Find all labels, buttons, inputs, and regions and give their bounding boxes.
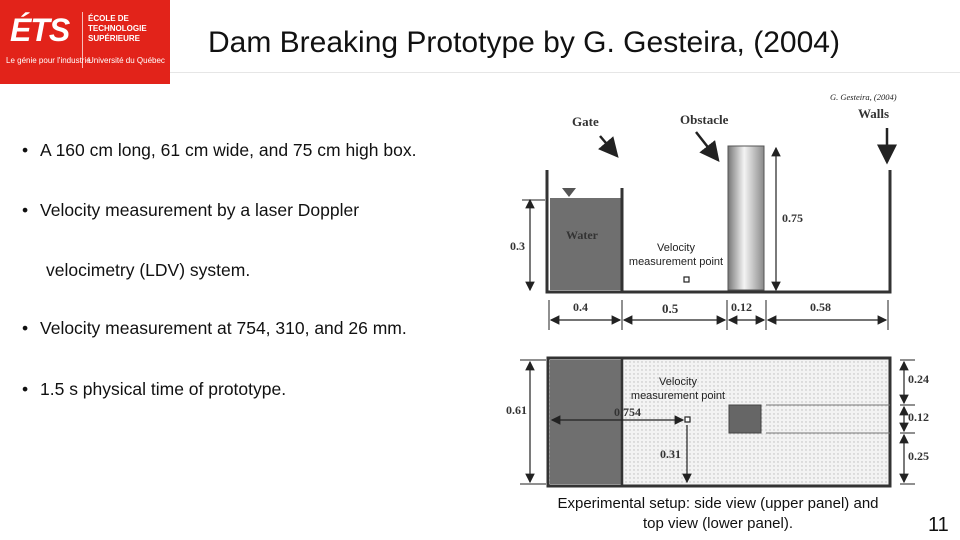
dim-value-0-25: 0.25 (908, 449, 929, 463)
slide-title: Dam Breaking Prototype by G. Gesteira, (… (208, 26, 840, 59)
tank-walls-side (545, 170, 892, 294)
ets-logo: ÉTS ÉCOLE DE TECHNOLOGIE SUPÉRIEURE Le g… (0, 0, 170, 84)
obstacle-label: Obstacle (680, 112, 729, 127)
logo-divider (82, 12, 83, 68)
bullet-ldv: •Velocity measurement by a laser Doppler (22, 200, 360, 220)
bullet-box-dimensions: •A 160 cm long, 61 cm wide, and 75 cm hi… (22, 140, 417, 160)
logo-tagline-right: Université du Québec (88, 56, 165, 65)
velocity-label-side-line1: Velocity (657, 242, 695, 254)
obstacle-arrow (695, 131, 720, 162)
velocity-label-top-line1: Velocity (659, 376, 697, 388)
title-divider (170, 72, 960, 73)
figure-caption: Experimental setup: side view (upper pan… (557, 495, 879, 532)
dim-value-0-58: 0.58 (810, 300, 831, 314)
bullet-measurement-positions: •Velocity measurement at 754, 310, and 2… (22, 318, 407, 338)
logo-tagline-left: Le génie pour l'industrie (6, 56, 91, 65)
dim-value-0-12-top: 0.12 (908, 410, 929, 424)
water-level-icon (562, 188, 576, 197)
figure-credit: G. Gesteira, (2004) (830, 92, 897, 102)
water-height-value: 0.3 (510, 239, 525, 253)
logo-wordmark: ÉTS (10, 12, 70, 48)
box-height-value: 0.75 (782, 211, 803, 225)
dim-value-0-24: 0.24 (908, 372, 929, 386)
water-label: Water (566, 228, 599, 242)
walls-label: Walls (858, 106, 889, 121)
velocity-point-marker-top (684, 416, 691, 423)
dim-value-0-12: 0.12 (731, 300, 752, 314)
tank-width-value: 0.61 (506, 403, 527, 417)
page-number: 11 (928, 514, 949, 536)
obstacle-top (728, 404, 762, 434)
dim-value-0-5: 0.5 (662, 301, 679, 316)
y-position-value: 0.31 (660, 447, 681, 461)
obstacle-cylinder (727, 145, 765, 291)
gate-label: Gate (572, 114, 599, 129)
velocity-label-top-line2: measurement point (631, 390, 725, 402)
bullet-physical-time: •1.5 s physical time of prototype. (22, 379, 287, 399)
dim-value-0-4: 0.4 (573, 300, 588, 314)
bullet-ldv-continuation: velocimetry (LDV) system. (46, 260, 251, 280)
gate-arrow (598, 135, 619, 158)
water-region-top (550, 360, 622, 484)
logo-school-name: ÉCOLE DE TECHNOLOGIE SUPÉRIEURE (88, 14, 147, 43)
x-position-value: 0.754 (614, 405, 641, 419)
velocity-point-marker-side (683, 276, 690, 283)
water-column (550, 198, 622, 290)
velocity-label-side-line2: measurement point (629, 256, 723, 268)
